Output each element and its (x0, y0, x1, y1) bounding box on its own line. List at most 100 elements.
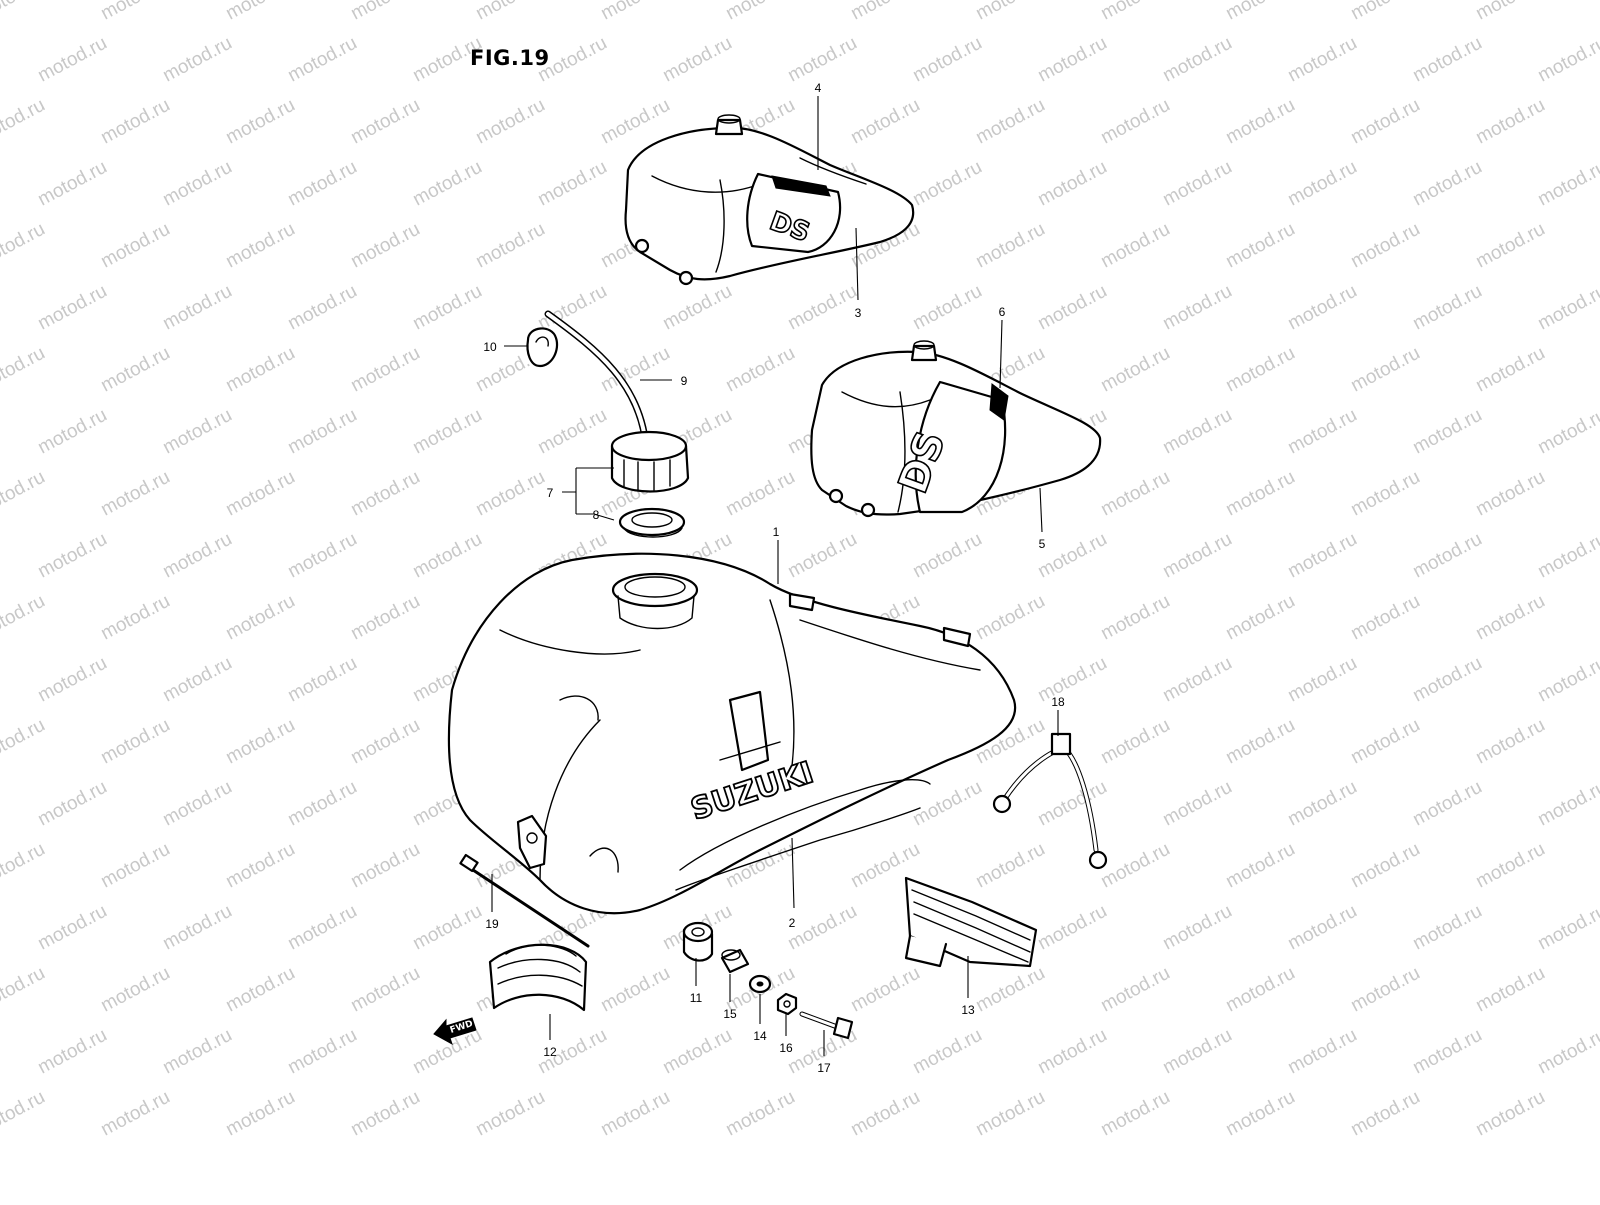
watermark-text: motod.ru (284, 157, 360, 211)
watermark-text: motod.ru (1222, 1087, 1298, 1141)
watermark-text: motod.ru (284, 1025, 360, 1079)
watermark-text: motod.ru (1409, 33, 1485, 87)
watermark-text: motod.ru (0, 715, 49, 769)
watermark-text: motod.ru (1284, 157, 1360, 211)
watermark-text: motod.ru (1409, 901, 1485, 955)
callout-2: 2 (789, 916, 796, 930)
watermark-text: motod.ru (597, 0, 673, 24)
watermark-text: motod.ru (1409, 529, 1485, 583)
watermark-text: motod.ru (1472, 839, 1548, 893)
watermark-text: motod.ru (1347, 715, 1423, 769)
watermark-text: motod.ru (97, 343, 173, 397)
watermark-text: motod.ru (472, 1087, 548, 1141)
watermark-text: motod.ru (1409, 157, 1485, 211)
watermark-text: motod.ru (34, 653, 110, 707)
cap-gasket (618, 507, 686, 538)
watermark-text: motod.ru (909, 157, 985, 211)
callout-labels: 1 2 3 4 5 6 7 8 9 10 11 12 13 14 15 16 1… (483, 81, 1065, 1075)
watermark-text: motod.ru (1159, 157, 1235, 211)
callout-15: 15 (723, 1007, 737, 1021)
hose-clip (526, 327, 559, 368)
watermark-text: motod.ru (1534, 653, 1600, 707)
watermark-text: motod.ru (1347, 467, 1423, 521)
watermark-text: motod.ru (1284, 653, 1360, 707)
watermark-text: motod.ru (1159, 777, 1235, 831)
watermark-text: motod.ru (1284, 901, 1360, 955)
watermark-text: motod.ru (1534, 281, 1600, 335)
watermark-text: motod.ru (1347, 591, 1423, 645)
watermark-text: motod.ru (1347, 963, 1423, 1017)
callout-1: 1 (773, 525, 780, 539)
watermark-text: motod.ru (0, 343, 49, 397)
watermark-text: motod.ru (97, 715, 173, 769)
watermark-text: motod.ru (1409, 653, 1485, 707)
watermark-text: motod.ru (347, 1087, 423, 1141)
watermark-text: motod.ru (1097, 219, 1173, 273)
watermark-text: motod.ru (34, 405, 110, 459)
watermark-text: motod.ru (1034, 1025, 1110, 1079)
watermark-text: motod.ru (1472, 95, 1548, 149)
watermark-text: motod.ru (1159, 529, 1235, 583)
fuel-tank (447, 552, 1017, 915)
callout-8: 8 (593, 508, 600, 522)
watermark-text: motod.ru (222, 591, 298, 645)
watermark-text: motod.ru (222, 715, 298, 769)
fuel-cap-assembly (610, 430, 690, 493)
watermark-text: motod.ru (597, 1087, 673, 1141)
watermark-text: motod.ru (534, 157, 610, 211)
watermark-text: motod.ru (347, 0, 423, 24)
watermark-text: motod.ru (1097, 0, 1173, 24)
watermark-text: motod.ru (784, 901, 860, 955)
watermark-text: motod.ru (1222, 95, 1298, 149)
watermark-text: motod.ru (409, 529, 485, 583)
rear-bracket (992, 732, 1108, 870)
watermark-text: motod.ru (722, 343, 798, 397)
watermark-text: motod.ru (972, 963, 1048, 1017)
watermark-text: motod.ru (659, 33, 735, 87)
watermark-text: motod.ru (284, 777, 360, 831)
callout-14: 14 (753, 1029, 767, 1043)
watermark-text: motod.ru (97, 963, 173, 1017)
watermark-text: motod.ru (909, 281, 985, 335)
watermark-text: motod.ru (1284, 529, 1360, 583)
watermark-text: motod.ru (347, 963, 423, 1017)
watermark-text: motod.ru (347, 839, 423, 893)
watermark-text: motod.ru (909, 777, 985, 831)
callout-6: 6 (999, 305, 1006, 319)
watermark-text: motod.ru (0, 1087, 49, 1141)
watermark-text: motod.ru (784, 33, 860, 87)
watermark-text: motod.ru (1472, 467, 1548, 521)
callout-16: 16 (779, 1041, 793, 1055)
rear-cushion (904, 876, 1038, 968)
watermark-text: motod.ru (347, 715, 423, 769)
watermark-text: motod.ru (1347, 343, 1423, 397)
watermark-text: motod.ru (409, 901, 485, 955)
watermark-text: motod.ru (722, 1087, 798, 1141)
watermark-text: motod.ru (222, 963, 298, 1017)
front-cushion (488, 943, 588, 1012)
watermark-text: motod.ru (1097, 467, 1173, 521)
watermark-text: motod.ru (97, 219, 173, 273)
watermark-text: motod.ru (347, 95, 423, 149)
watermark-text: motod.ru (1534, 33, 1600, 87)
tank-variant-upper: DS (624, 114, 915, 286)
watermark-text: motod.ru (1409, 1025, 1485, 1079)
watermark-text: motod.ru (597, 963, 673, 1017)
watermark-text: motod.ru (222, 0, 298, 24)
callout-13: 13 (961, 1003, 975, 1017)
callout-3: 3 (855, 306, 862, 320)
watermark-text: motod.ru (972, 591, 1048, 645)
watermark-text: motod.ru (1472, 1087, 1548, 1141)
watermark-text: motod.ru (1097, 95, 1173, 149)
watermark-text: motod.ru (472, 95, 548, 149)
watermark-text: motod.ru (784, 529, 860, 583)
watermark-text: motod.ru (159, 157, 235, 211)
watermark-text: motod.ru (409, 281, 485, 335)
watermark-text: motod.ru (1534, 157, 1600, 211)
watermark-text: motod.ru (1472, 715, 1548, 769)
watermark-text: motod.ru (0, 95, 49, 149)
watermark-text: motod.ru (1097, 343, 1173, 397)
watermark-text: motod.ru (472, 0, 548, 24)
watermark-text: motod.ru (1222, 591, 1298, 645)
